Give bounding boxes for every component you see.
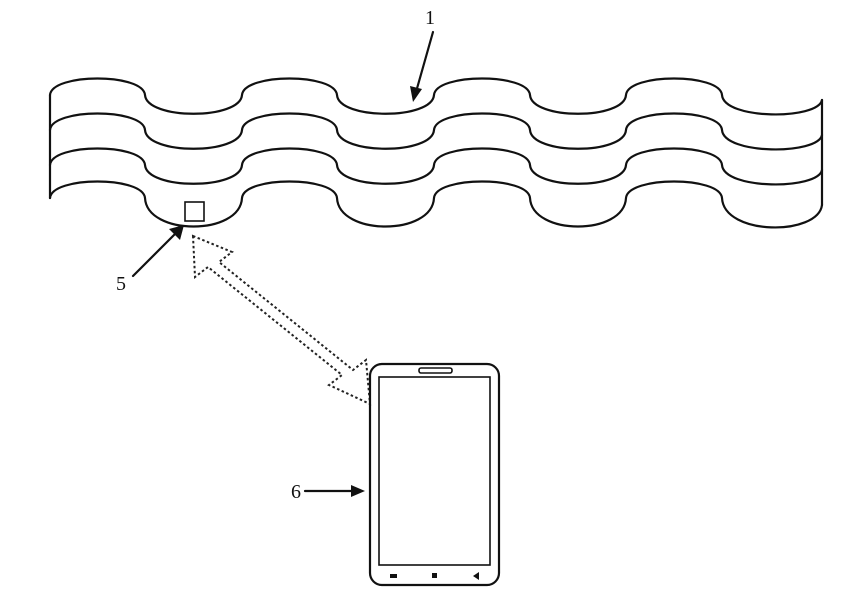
label-phone: 6 [291, 481, 301, 503]
sensor-module [184, 201, 205, 222]
arrow-fabric [410, 30, 435, 102]
arrow-sensor [131, 225, 184, 278]
fabric-layer-3-top [48, 147, 824, 186]
fabric-layer-3-bottom [48, 180, 824, 229]
label-fabric: 1 [425, 7, 435, 29]
phone-speaker [418, 367, 453, 374]
smartphone [368, 362, 501, 587]
arrow-phone [303, 485, 365, 497]
fabric-layer-2-top [48, 112, 824, 151]
phone-body [368, 362, 501, 587]
menu-icon [390, 574, 397, 578]
phone-screen [378, 376, 491, 566]
wavy-fabric [48, 77, 824, 229]
back-icon [473, 572, 479, 580]
wireless-link-arrow [191, 234, 372, 406]
label-sensor: 5 [116, 273, 126, 295]
fabric-layer-1-top [48, 77, 824, 116]
home-icon [432, 573, 437, 578]
